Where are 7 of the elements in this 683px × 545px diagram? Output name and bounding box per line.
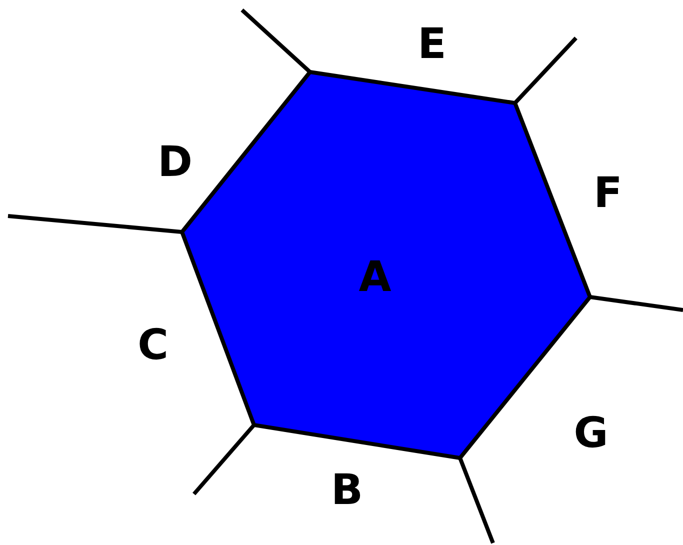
region-label: B	[331, 469, 363, 511]
region-label: G	[574, 412, 608, 454]
cell-label: A	[358, 256, 392, 298]
region-label: F	[594, 172, 622, 214]
region-label: E	[418, 23, 446, 65]
region-label: D	[158, 141, 192, 183]
region-label: C	[138, 324, 168, 366]
